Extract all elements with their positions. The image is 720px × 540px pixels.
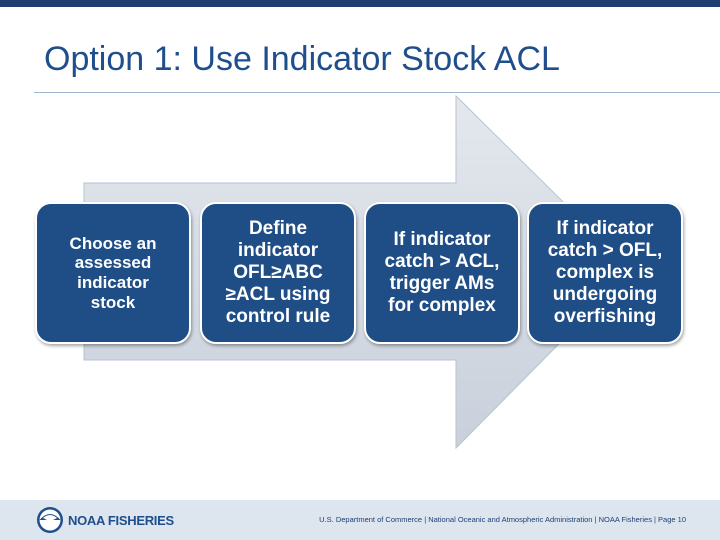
- step-box-trigger-ams: If indicator catch > ACL, trigger AMs fo…: [364, 202, 520, 344]
- step-box-choose-stock: Choose an assessed indicator stock: [35, 202, 191, 344]
- slide-title: Option 1: Use Indicator Stock ACL: [44, 40, 560, 78]
- step-label: Define indicator OFL≥ABC ≥ACL using cont…: [225, 218, 331, 327]
- noaa-fisheries-logo: NOAA FISHERIES: [36, 506, 174, 534]
- top-accent-bar: [0, 0, 720, 7]
- noaa-emblem-icon: [37, 507, 63, 533]
- step-box-overfishing: If indicator catch > OFL, complex is und…: [527, 202, 683, 344]
- footer-bar: NOAA FISHERIES U.S. Department of Commer…: [0, 500, 720, 540]
- step-label: If indicator catch > ACL, trigger AMs fo…: [384, 229, 500, 316]
- step-box-define-ofl: Define indicator OFL≥ABC ≥ACL using cont…: [200, 202, 356, 344]
- logo-wordmark: NOAA FISHERIES: [68, 512, 174, 528]
- step-label: If indicator catch > OFL, complex is und…: [547, 218, 663, 327]
- title-divider: [34, 92, 720, 93]
- footer-credit: U.S. Department of Commerce | National O…: [319, 515, 686, 524]
- step-label: Choose an assessed indicator stock: [69, 233, 157, 312]
